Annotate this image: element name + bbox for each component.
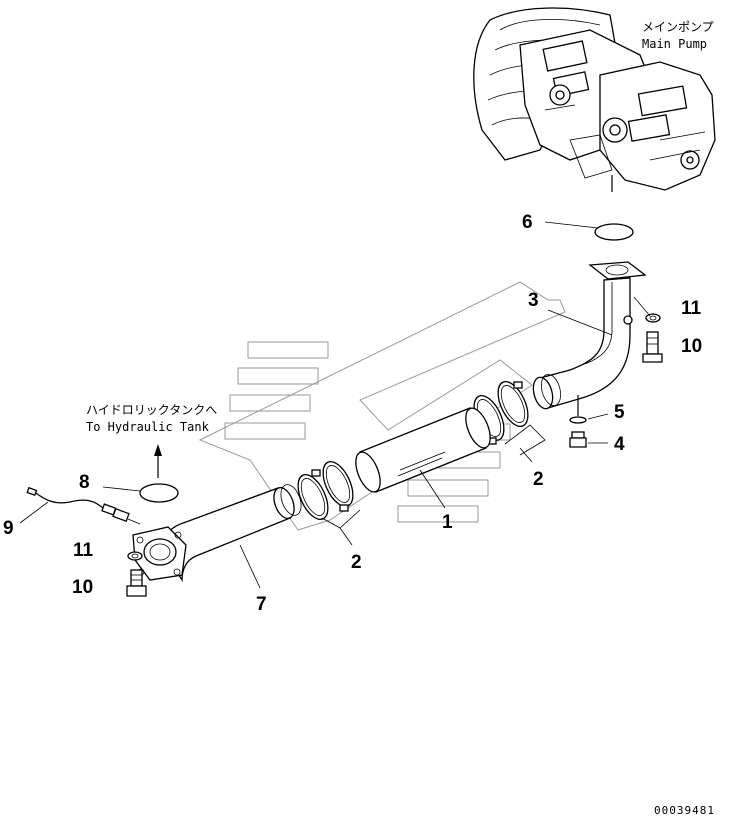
callout-3: 3 xyxy=(528,290,539,311)
sensor-9 xyxy=(26,486,141,525)
callout-4: 4 xyxy=(614,434,625,455)
bolt-10-upper xyxy=(642,331,663,363)
pipe-7 xyxy=(132,484,302,583)
watermark-logo xyxy=(198,281,566,531)
hose-1 xyxy=(355,407,491,493)
leader-1 xyxy=(419,469,446,509)
leader-9 xyxy=(19,501,49,524)
callout-5: 5 xyxy=(614,402,625,423)
leader-2-right xyxy=(519,447,533,463)
leader-11-upper xyxy=(633,296,651,317)
callout-9: 9 xyxy=(3,518,14,539)
washer-11-upper xyxy=(645,313,661,323)
tank-label-jp: ハイドロリックタンクへ xyxy=(86,403,217,417)
callout-11-upper: 11 xyxy=(681,298,702,319)
callout-7: 7 xyxy=(256,594,267,615)
gasket-6 xyxy=(594,223,634,241)
drawing-code: 00039481 xyxy=(654,804,715,817)
leader-3 xyxy=(547,309,613,336)
callout-10-lower: 10 xyxy=(72,577,93,598)
pump-label-jp: メインポンプ xyxy=(642,20,714,34)
hose-clamps-2-left xyxy=(297,461,354,520)
washer-11-lower xyxy=(127,551,143,561)
leader-6 xyxy=(544,221,599,229)
leader-8 xyxy=(102,486,141,492)
callout-2-right: 2 xyxy=(533,469,544,490)
o-ring-5 xyxy=(569,416,587,424)
tank-label-en: To Hydraulic Tank xyxy=(86,420,210,434)
plug-4 xyxy=(569,431,587,448)
callout-6: 6 xyxy=(522,212,533,233)
callout-1: 1 xyxy=(442,512,453,533)
leader-7 xyxy=(239,544,261,589)
callout-2-left: 2 xyxy=(351,552,362,573)
flow-arrow-head xyxy=(154,444,162,456)
leader-5 xyxy=(587,413,609,420)
leader-2-left xyxy=(339,527,353,546)
callout-11-lower: 11 xyxy=(73,540,94,561)
main-pump xyxy=(473,7,716,192)
pump-label-en: Main Pump xyxy=(642,37,707,51)
callout-10-upper: 10 xyxy=(681,336,702,357)
elbow-pipe-3 xyxy=(532,261,647,410)
gasket-8 xyxy=(139,483,179,503)
bolt-10-lower xyxy=(126,569,147,597)
callout-8: 8 xyxy=(79,472,90,493)
clamp-group-bracket-right xyxy=(504,424,546,456)
